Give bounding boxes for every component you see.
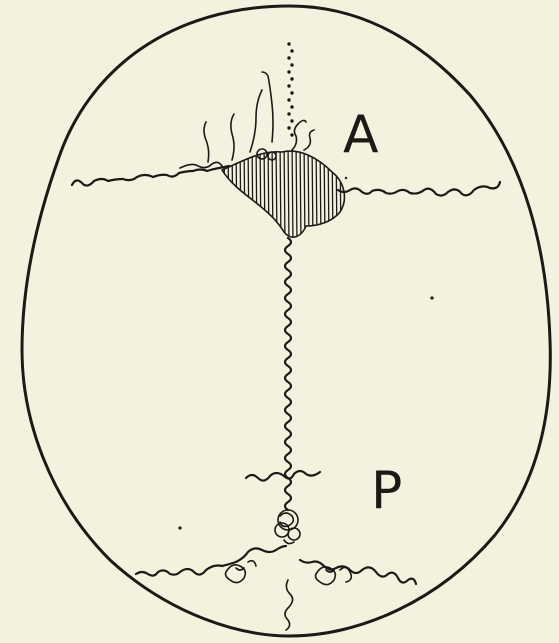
label-posterior: P — [371, 461, 402, 521]
label-anterior: A — [343, 105, 379, 165]
coronal-suture-left — [72, 166, 229, 186]
fontanelle-radiating-lines — [180, 72, 314, 168]
frontal-suture-dots — [287, 42, 293, 136]
lower-sagittal-suture — [285, 580, 293, 630]
coronal-suture-right — [338, 182, 500, 196]
fontanelle-hatching — [220, 140, 349, 245]
anterior-fontanelle — [220, 140, 349, 245]
lambdoid-suture-left — [136, 546, 286, 576]
posterior-cross-suture — [246, 471, 320, 481]
posterior-fontanelle — [275, 510, 300, 544]
sagittal-suture — [285, 238, 291, 510]
